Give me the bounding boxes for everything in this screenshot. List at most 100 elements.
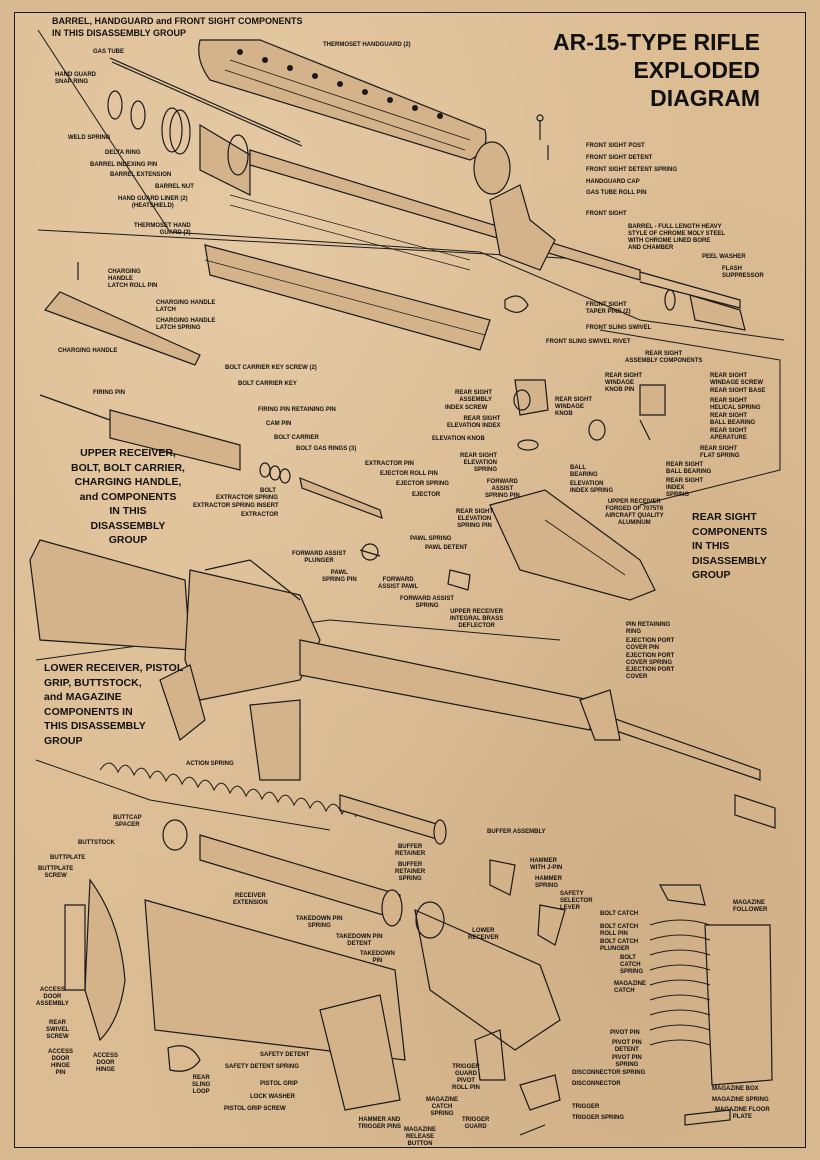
label-gas-tube: GAS TUBE xyxy=(93,49,125,55)
label-delta-ring: DELTA RING xyxy=(105,150,141,156)
label-magazine-catch-spring: MAGAZINE CATCH SPRING xyxy=(426,1097,458,1117)
label-pawl-spring: PAWL SPRING xyxy=(410,536,452,542)
label-trigger-guard: TRIGGER GUARD xyxy=(462,1117,490,1130)
label-rear-sight-assembly-components: REAR SIGHT ASSEMBLY COMPONENTS xyxy=(625,351,703,364)
label-buffer-retainer: BUFFER RETAINER xyxy=(395,844,426,857)
label-bolt-carrier-key-screw: BOLT CARRIER KEY SCREW (2) xyxy=(225,365,317,371)
buffer-drawing xyxy=(339,794,447,845)
label-rear-sight-elevation-index: REAR SIGHT ELEVATION INDEX xyxy=(447,416,501,429)
label-elevation-knob: ELEVATION KNOB xyxy=(432,436,485,442)
label-ejection-port-cover: EJECTION PORT COVER xyxy=(626,667,675,680)
label-bolt-catch-plunger: BOLT CATCH PLUNGER xyxy=(600,939,639,952)
label-firing-pin-retaining-pin: FIRING PIN RETAINING PIN xyxy=(258,407,336,413)
label-pivot-pin-detent: PIVOT PIN DETENT xyxy=(612,1040,642,1053)
label-access-door-hinge: ACCESS DOOR HINGE xyxy=(93,1053,119,1073)
label-charging-handle-latch-roll-pin: CHARGING HANDLE LATCH ROLL PIN xyxy=(108,269,158,289)
label-weld-spring: WELD SPRING xyxy=(68,135,111,141)
flash-suppressor-drawing xyxy=(504,289,746,331)
label-trigger-spring: TRIGGER SPRING xyxy=(572,1115,625,1121)
label-front-sight-post: FRONT SIGHT POST xyxy=(586,143,645,149)
label-forward-assist-spring-pin: FORWARD ASSIST SPRING PIN xyxy=(485,479,520,499)
label-rear-sight-windage-screw: REAR SIGHT WINDAGE SCREW xyxy=(710,373,763,386)
label-front-sight-detent-spring: FRONT SIGHT DETENT SPRING xyxy=(586,167,678,173)
label-hammer-spring: HAMMER SPRING xyxy=(535,876,562,889)
label-rear-sight-flat-spring: REAR SIGHT FLAT SPRING xyxy=(700,446,740,459)
label-index-screw: INDEX SCREW xyxy=(445,405,488,411)
label-takedown-pin-spring: TAKEDOWN PIN SPRING xyxy=(296,916,343,929)
label-front-sling-swivel-rivet: FRONT SLING SWIVEL RIVET xyxy=(546,339,631,345)
label-disconnector-spring: DISCONNECTOR SPRING xyxy=(572,1070,646,1076)
label-bolt-gas-rings: BOLT GAS RINGS (3) xyxy=(296,446,357,452)
label-rear-sight-helical-spring: REAR SIGHT HELICAL SPRING xyxy=(710,398,761,411)
charging-handle-drawing xyxy=(43,262,201,366)
label-pawl-detent: PAWL DETENT xyxy=(425,545,468,551)
diagram-title: AR-15-TYPE RIFLE EXPLODED DIAGRAM xyxy=(553,28,760,112)
label-barrel-description: BARREL - FULL LENGTH HEAVY STYLE OF CHRO… xyxy=(628,224,726,251)
label-rear-sight-index-spring: REAR SIGHT INDEX SPRING xyxy=(666,478,704,498)
label-charging-handle-latch-spring: CHARGING HANDLE LATCH SPRING xyxy=(156,318,216,331)
title-line-1: AR-15-TYPE RIFLE xyxy=(552,29,760,55)
label-rear-sight-ball-bearing-top: REAR SIGHT BALL BEARING xyxy=(710,413,756,426)
label-pin-retaining-ring: PIN RETAINING RING xyxy=(626,622,671,635)
snap-rings-drawing xyxy=(107,90,251,196)
label-front-sight-taper-pins: FRONT SIGHT TAPER PINS (2) xyxy=(586,302,631,315)
label-buttstock: BUTTSTOCK xyxy=(78,840,115,846)
label-hammer-trigger-pins: HAMMER AND TRIGGER PINS xyxy=(358,1117,402,1130)
label-action-spring: ACTION SPRING xyxy=(186,761,234,767)
label-lock-washer: LOCK WASHER xyxy=(250,1094,295,1100)
label-gas-tube-roll-pin: GAS TUBE ROLL PIN xyxy=(586,190,647,196)
label-access-door-hinge-pin: ACCESS DOOR HINGE PIN xyxy=(48,1049,74,1076)
label-bolt-carrier-key: BOLT CARRIER KEY xyxy=(238,381,297,387)
front-sight-drawing xyxy=(489,114,556,271)
label-extractor: EXTRACTOR xyxy=(241,512,279,518)
label-barrel-extension: BARREL EXTENSION xyxy=(110,172,172,178)
label-extractor-spring: EXTRACTOR SPRING xyxy=(216,495,278,501)
label-magazine-follower: MAGAZINE FOLLOWER xyxy=(733,900,768,913)
label-pivot-pin: PIVOT PIN xyxy=(610,1030,640,1036)
label-lower-receiver: LOWER RECEIVER xyxy=(468,928,499,941)
trigger-group-drawing xyxy=(167,1029,561,1136)
label-thermoset-hand-guard: THERMOSET HAND GUARD (2) xyxy=(134,223,191,236)
label-ejector-spring: EJECTOR SPRING xyxy=(396,481,449,487)
label-rear-sight-aperture: REAR SIGHT APERATURE xyxy=(710,428,748,441)
label-magazine-release-button: MAGAZINE RELEASE BUTTON xyxy=(404,1127,436,1147)
label-ejection-port-cover-spring: EJECTION PORT COVER SPRING xyxy=(626,653,675,666)
label-ejection-port-cover-pin: EJECTION PORT COVER PIN xyxy=(626,638,675,651)
label-pistol-grip: PISTOL GRIP xyxy=(260,1081,298,1087)
handguard-bottom-drawing xyxy=(204,194,491,351)
label-rear-sling-loop: REAR SLING LOOP xyxy=(192,1075,211,1095)
label-front-sling-swivel: FRONT SLING SWIVEL xyxy=(586,325,652,331)
label-bolt-catch: BOLT CATCH xyxy=(600,911,639,917)
label-bolt-carrier: BOLT CARRIER xyxy=(274,435,319,441)
label-safety-detent: SAFETY DETENT xyxy=(260,1052,310,1058)
label-charging-handle-latch: CHARGING HANDLE LATCH xyxy=(156,300,216,313)
magazine-drawing xyxy=(649,884,773,1126)
label-bolt: BOLT xyxy=(260,488,276,494)
label-charging-handle: CHARGING HANDLE xyxy=(58,348,118,354)
label-cam-pin: CAM PIN xyxy=(266,421,292,427)
label-takedown-pin-detent: TAKEDOWN PIN DETENT xyxy=(336,934,383,947)
label-rear-sight-windage-knob-pin: REAR SIGHT WINDAGE KNOB PIN xyxy=(605,373,643,393)
group-heading-lower: LOWER RECEIVER, PISTOL GRIP, BUTTSTOCK, … xyxy=(44,662,184,747)
label-hammer-with-j-pin: HAMMER WITH J-PIN xyxy=(530,858,563,871)
gas-tube-drawing xyxy=(109,57,303,147)
group-heading-upper: UPPER RECEIVER, BOLT, BOLT CARRIER, CHAR… xyxy=(71,447,185,546)
label-pivot-pin-spring: PIVOT PIN SPRING xyxy=(612,1055,642,1068)
handguard-top-drawing xyxy=(198,39,487,161)
label-pawl-spring-pin: PAWL SPRING PIN xyxy=(322,570,357,583)
upper-receiver-drawing xyxy=(359,489,656,601)
label-peel-washer: PEEL WASHER xyxy=(702,254,746,260)
label-rear-sight-windage-knob: REAR SIGHT WINDAGE KNOB xyxy=(555,397,593,417)
label-front-sight-detent: FRONT SIGHT DETENT xyxy=(586,155,653,161)
label-elevation-index-spring: ELEVATION INDEX SPRING xyxy=(570,481,614,494)
label-buffer-assembly: BUFFER ASSEMBLY xyxy=(487,829,546,835)
label-safety-selector-lever: SAFETY SELECTOR LEVER xyxy=(560,891,593,911)
label-buttplate-screw: BUTTPLATE SCREW xyxy=(38,866,74,879)
label-buttcap-spacer: BUTTCAP SPACER xyxy=(113,815,142,828)
label-barrel-indexing-pin: BARREL INDEXING PIN xyxy=(90,162,158,168)
label-safety-detent-spring: SAFETY DETENT SPRING xyxy=(225,1064,299,1070)
label-magazine-catch: MAGAZINE CATCH xyxy=(614,981,646,994)
label-pistol-grip-screw: PISTOL GRIP SCREW xyxy=(224,1106,286,1112)
label-firing-pin: FIRING PIN xyxy=(93,390,126,396)
label-ball-bearing: BALL BEARING xyxy=(570,465,598,478)
